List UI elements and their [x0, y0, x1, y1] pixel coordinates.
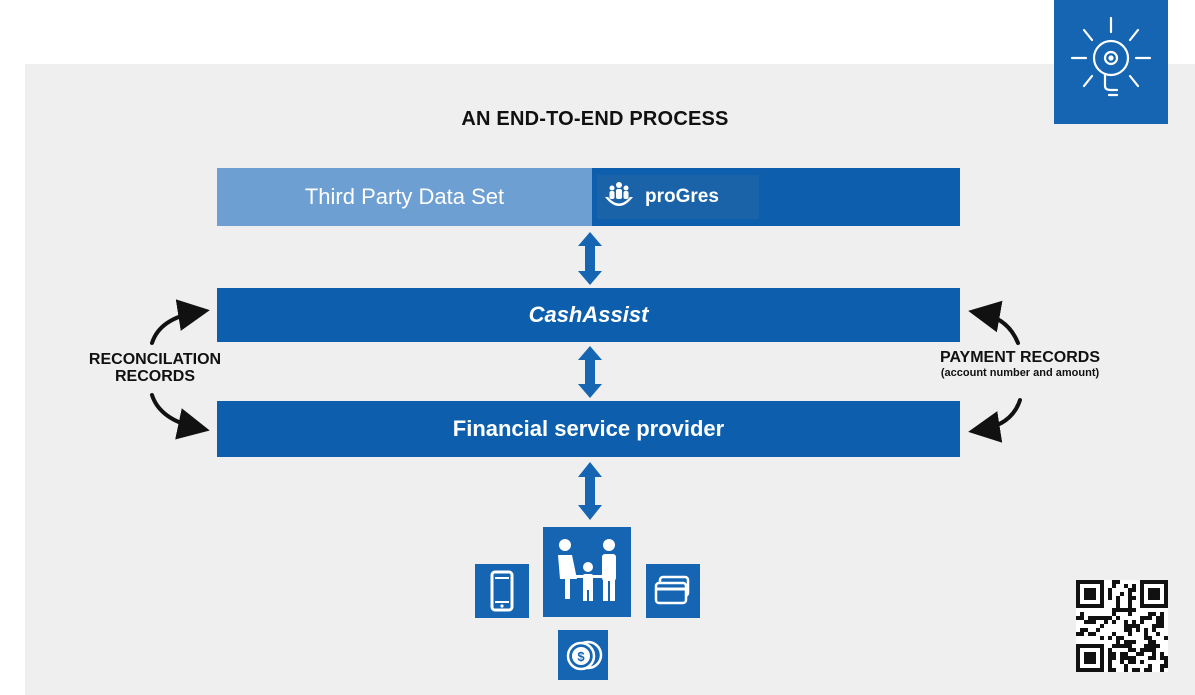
third-party-data-segment	[217, 168, 592, 226]
third-party-data-bar: Third Party Data Set proGres	[217, 168, 960, 226]
progres-emblem-icon	[605, 182, 633, 206]
qr-code	[1076, 580, 1168, 672]
reconciliation-arrow-bottom	[150, 393, 210, 440]
cashassist-bar: CashAssist	[217, 288, 960, 342]
progres-logo-text: proGres	[645, 186, 719, 207]
progres-logo: proGres	[597, 175, 759, 219]
svg-text:$: $	[577, 649, 585, 664]
family-icon	[558, 539, 616, 601]
payment-arrow-top	[968, 300, 1020, 345]
double-arrow-middle	[578, 346, 602, 398]
family-tile	[543, 527, 631, 617]
card-icon	[654, 575, 690, 605]
coin-icon: $	[566, 640, 603, 671]
financial-service-provider-bar: Financial service provider	[217, 401, 960, 457]
payment-records-label: PAYMENT RECORDS (account number and amou…	[910, 349, 1130, 379]
reconciliation-records-label: RECONCILATION RECORDS	[55, 351, 255, 386]
reconciliation-line1: RECONCILATION	[88, 351, 222, 368]
payment-records-title: PAYMENT RECORDS	[939, 349, 1101, 366]
reconciliation-arrow-top	[150, 299, 210, 345]
cashassist-label: CashAssist	[528, 302, 649, 327]
third-party-data-label: Third Party Data Set	[304, 184, 505, 209]
card-tile	[646, 564, 700, 618]
phone-icon	[490, 570, 514, 612]
qr-code-icon	[1076, 580, 1168, 672]
payment-records-subtitle: (account number and amount)	[940, 366, 1100, 379]
lightbulb-icon	[1054, 0, 1168, 124]
phone-tile	[475, 564, 529, 618]
payment-arrow-bottom	[968, 398, 1022, 443]
diagram-title: AN END-TO-END PROCESS	[461, 108, 729, 130]
double-arrow-top	[578, 232, 602, 285]
coin-tile: $	[558, 630, 608, 680]
reconciliation-line2: RECORDS	[114, 367, 195, 385]
double-arrow-bottom	[578, 462, 602, 520]
fsp-label: Financial service provider	[452, 416, 725, 441]
